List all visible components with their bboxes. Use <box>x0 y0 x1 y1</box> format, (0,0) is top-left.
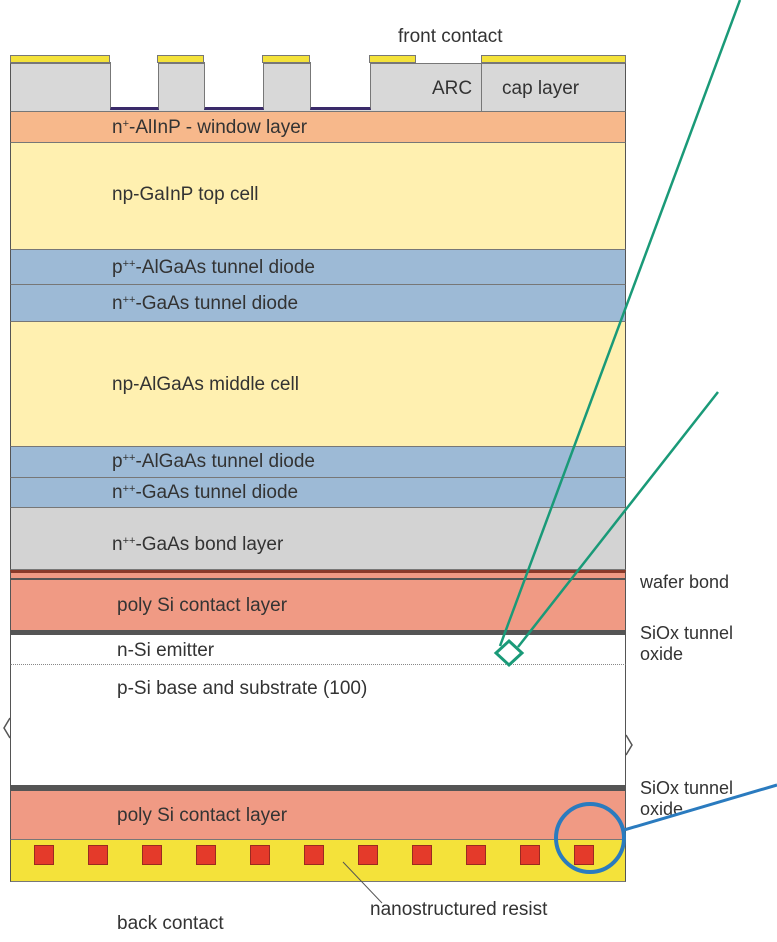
wafer-bond-interface <box>10 570 626 580</box>
cap-layer-label: cap layer <box>502 78 580 99</box>
back-contact-label: back contact <box>117 913 224 934</box>
poly-si-top-label: poly Si contact layer <box>117 595 288 616</box>
siox-tunnel-oxide-2 <box>10 785 626 791</box>
window-layer <box>10 111 626 143</box>
bond-layer <box>10 508 626 570</box>
siox-1-line1: SiOx tunnel <box>640 623 734 643</box>
tunnel-diode-p-1 <box>10 250 626 285</box>
bond-layer-label: n++-GaAs bond layer <box>112 534 284 555</box>
middle-cell-layer <box>10 322 626 447</box>
siox-2-line1: SiOx tunnel <box>640 778 734 798</box>
resist-dot <box>574 845 594 865</box>
tunnel-diode-n-1 <box>10 285 626 322</box>
top-cell-label: np-GaInP top cell <box>112 184 259 205</box>
blue-callout-circle <box>554 802 626 874</box>
base-substrate-layer <box>10 665 626 785</box>
resist-dot <box>520 845 540 865</box>
emitter-label: n-Si emitter <box>117 640 215 661</box>
nanostructured-resist-label: nanostructured resist <box>370 899 548 920</box>
green-callout-line-2 <box>517 391 719 648</box>
resist-dot <box>88 845 108 865</box>
green-callout-diamond <box>493 638 525 668</box>
front-contact-finger <box>262 55 310 63</box>
tunnel-diode-p-2-label: p++-AlGaAs tunnel diode <box>112 451 315 472</box>
resist-dot <box>196 845 216 865</box>
front-contact-label: front contact <box>398 26 503 47</box>
tunnel-diode-n-1-label: n++-GaAs tunnel diode <box>112 293 299 314</box>
resist-dot <box>250 845 270 865</box>
base-substrate-label: p-Si base and substrate (100) <box>117 678 368 699</box>
break-mark-left <box>3 717 11 739</box>
front-contact-finger <box>10 55 110 63</box>
window-layer-label: n+-AlInP - window layer <box>112 117 308 138</box>
break-mark-right <box>625 734 633 756</box>
tunnel-diode-p-2 <box>10 447 626 478</box>
resist-dot <box>34 845 54 865</box>
siox-tunnel-oxide-1 <box>10 630 626 635</box>
wafer-bond-label: wafer bond <box>640 572 730 592</box>
siox-tunnel-oxide-2-label: SiOx tunnel oxide <box>640 778 733 819</box>
front-contact-finger <box>481 55 626 63</box>
resist-dot <box>466 845 486 865</box>
resist-dot <box>142 845 162 865</box>
cap-notch <box>110 62 159 110</box>
poly-si-top-layer <box>10 580 626 630</box>
resist-dot <box>412 845 432 865</box>
siox-2-line2: oxide <box>640 798 684 819</box>
siox-tunnel-oxide-1-label: SiOx tunnel oxide <box>640 623 733 664</box>
siox-1-line2: oxide <box>640 643 684 664</box>
tunnel-diode-n-2-label: n++-GaAs tunnel diode <box>112 482 299 503</box>
cap-notch <box>310 62 371 110</box>
cap-notch <box>204 62 264 110</box>
green-callout-line-1 <box>498 0 742 647</box>
resist-dot <box>304 845 324 865</box>
top-cell-layer <box>10 143 626 250</box>
tunnel-diode-n-2 <box>10 478 626 508</box>
front-contact-finger <box>369 55 416 63</box>
middle-cell-label: np-AlGaAs middle cell <box>112 374 299 395</box>
arc-divider <box>481 63 482 111</box>
arc-label: ARC <box>432 78 473 99</box>
resist-pointer-line <box>342 861 383 904</box>
resist-dot <box>358 845 378 865</box>
blue-callout-line <box>623 783 777 832</box>
front-contact-finger <box>157 55 204 63</box>
poly-si-bottom-layer <box>10 791 626 839</box>
tunnel-diode-p-1-label: p++-AlGaAs tunnel diode <box>112 257 315 278</box>
poly-si-bottom-label: poly Si contact layer <box>117 805 288 826</box>
